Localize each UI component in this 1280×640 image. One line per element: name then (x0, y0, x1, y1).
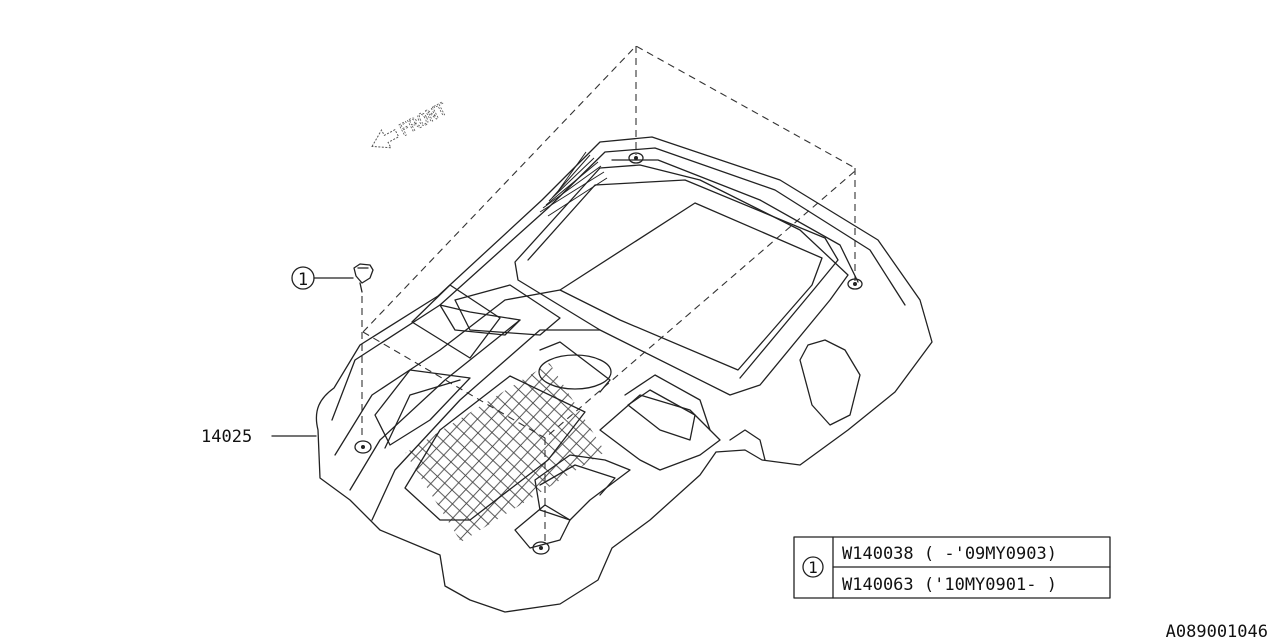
front-arrow-icon: FRONT (371, 99, 451, 149)
ref-callout-number: 1 (298, 270, 308, 290)
legend-row-2: W140063 ('10MY0901- ) (842, 575, 1057, 595)
engine-cover (315, 136, 933, 613)
legend-table: 1 W140038 ( -'09MY0903) W140063 ('10MY09… (793, 536, 1111, 599)
grommet-icon (532, 541, 550, 555)
part-number: 14025 (201, 427, 252, 447)
clip-fastener-icon (353, 263, 374, 293)
ref-callout: 1 (291, 266, 354, 290)
vent-slots (539, 151, 608, 217)
diagram-id: A089001046 (1166, 622, 1268, 640)
grommet-icon (628, 152, 644, 164)
legend-row-1: W140038 ( -'09MY0903) (842, 544, 1057, 564)
grommet-icon (847, 278, 863, 290)
grommet-icon (354, 440, 372, 454)
part-callout: 14025 (201, 427, 317, 447)
legend-key: 1 (808, 558, 818, 577)
front-label: FRONT (396, 99, 451, 141)
